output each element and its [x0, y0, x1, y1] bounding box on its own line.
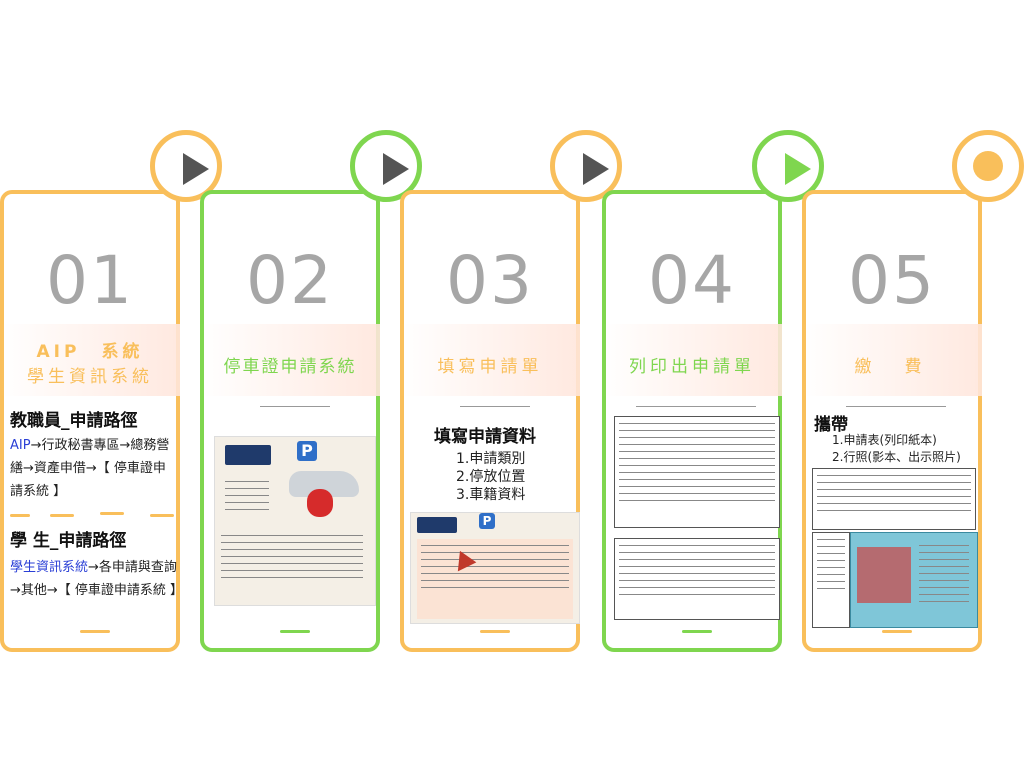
step-card-02: 02 停車證申請系統 P — [200, 190, 380, 652]
play-triangle-icon — [785, 153, 811, 185]
form-area — [417, 539, 573, 619]
title-band — [200, 324, 380, 396]
form-items: 1.申請類別 2.停放位置 3.車籍資料 — [456, 450, 525, 504]
student-path-heading: 學 生_申請路徑 — [10, 531, 127, 551]
title-band — [0, 324, 180, 396]
form-item: 3.車籍資料 — [456, 487, 526, 503]
divider — [50, 514, 74, 517]
staff-path-heading: 教職員_申請路徑 — [10, 411, 138, 431]
bottom-dash — [80, 630, 110, 633]
form-item: 2.停放位置 — [456, 469, 526, 485]
form-heading: 填寫申請資料 — [434, 427, 536, 447]
play-triangle-icon — [183, 153, 209, 185]
step-title: 停車證申請系統 — [223, 357, 357, 377]
end-circle — [952, 130, 1024, 202]
divider — [100, 512, 124, 515]
bottom-dash — [480, 630, 510, 633]
bottom-dash — [280, 630, 310, 633]
step-card-04: 04 列印出申請單 — [602, 190, 782, 652]
aip-link[interactable]: AIP — [10, 438, 31, 453]
bring-item: 1.申請表(列印紙本) — [832, 433, 937, 447]
bottom-dash — [882, 630, 912, 633]
play-triangle-icon — [583, 153, 609, 185]
divider — [636, 406, 756, 407]
form-item: 1.申請類別 — [456, 451, 526, 467]
printed-application-sample — [812, 468, 976, 530]
bring-items: 1.申請表(列印紙本) 2.行照(影本、出示照片) — [832, 432, 961, 466]
divider — [846, 406, 946, 407]
play-triangle-icon — [383, 153, 409, 185]
arrow-connector-1 — [150, 130, 222, 202]
arrow-connector-2 — [350, 130, 422, 202]
divider — [10, 514, 30, 517]
divider — [260, 406, 330, 407]
arrow-connector-4 — [752, 130, 824, 202]
step-title: 填寫申請單 — [437, 357, 543, 377]
student-system-link[interactable]: 學生資訊系統 — [10, 560, 89, 575]
step-card-01: 01 AIP 系統 學生資訊系統 教職員_申請路徑 AIP→行政秘書專區→總務營… — [0, 190, 184, 652]
circle-dot-icon — [973, 151, 1003, 181]
bring-item: 2.行照(影本、出示照片) — [832, 450, 961, 464]
step-number: 02 — [246, 242, 334, 319]
notice-lines — [217, 529, 367, 584]
system-banner — [417, 517, 457, 533]
student-path-text: 學生資訊系統→各申請與查詢→其他→【 停車證申請系統 】 — [10, 560, 184, 598]
bring-heading: 攜帶 — [814, 415, 848, 435]
parking-p-icon: P — [479, 513, 495, 529]
step-title: 繳 費 — [854, 357, 930, 377]
step-card-05: 05 繳 費 攜帶 1.申請表(列印紙本) 2.行照(影本、出示照片) — [802, 190, 982, 652]
menu-lines — [221, 475, 273, 516]
printed-fee-receipt — [614, 538, 780, 620]
bottom-dash — [682, 630, 712, 633]
staff-path-text: AIP→行政秘書專區→總務營繕→資產申借→【 停車證申請系統 】 — [10, 438, 170, 499]
vehicle-license-image — [850, 532, 978, 628]
title-band — [802, 324, 982, 396]
step-title: 列印出申請單 — [629, 357, 755, 377]
title-band — [400, 324, 580, 396]
step-title-line2: 學生資訊系統 — [27, 367, 153, 387]
parking-system-screenshot: P — [214, 436, 376, 606]
step-number: 03 — [446, 242, 534, 319]
divider — [460, 406, 530, 407]
scooter-image — [307, 489, 333, 517]
step-title-line1: AIP 系統 — [36, 342, 144, 362]
step-number: 01 — [46, 242, 134, 319]
step-number: 04 — [648, 242, 736, 319]
license-seal — [857, 547, 911, 603]
step-card-03: 03 填寫申請單 填寫申請資料 1.申請類別 2.停放位置 3.車籍資料 P — [400, 190, 580, 652]
printed-application-form — [614, 416, 780, 528]
title-band — [602, 324, 782, 396]
application-form-screenshot: P — [410, 512, 580, 624]
parking-p-icon: P — [297, 441, 317, 461]
divider — [150, 514, 174, 517]
system-banner — [225, 445, 271, 465]
application-sample-lower — [812, 532, 850, 628]
step-number: 05 — [848, 242, 936, 319]
